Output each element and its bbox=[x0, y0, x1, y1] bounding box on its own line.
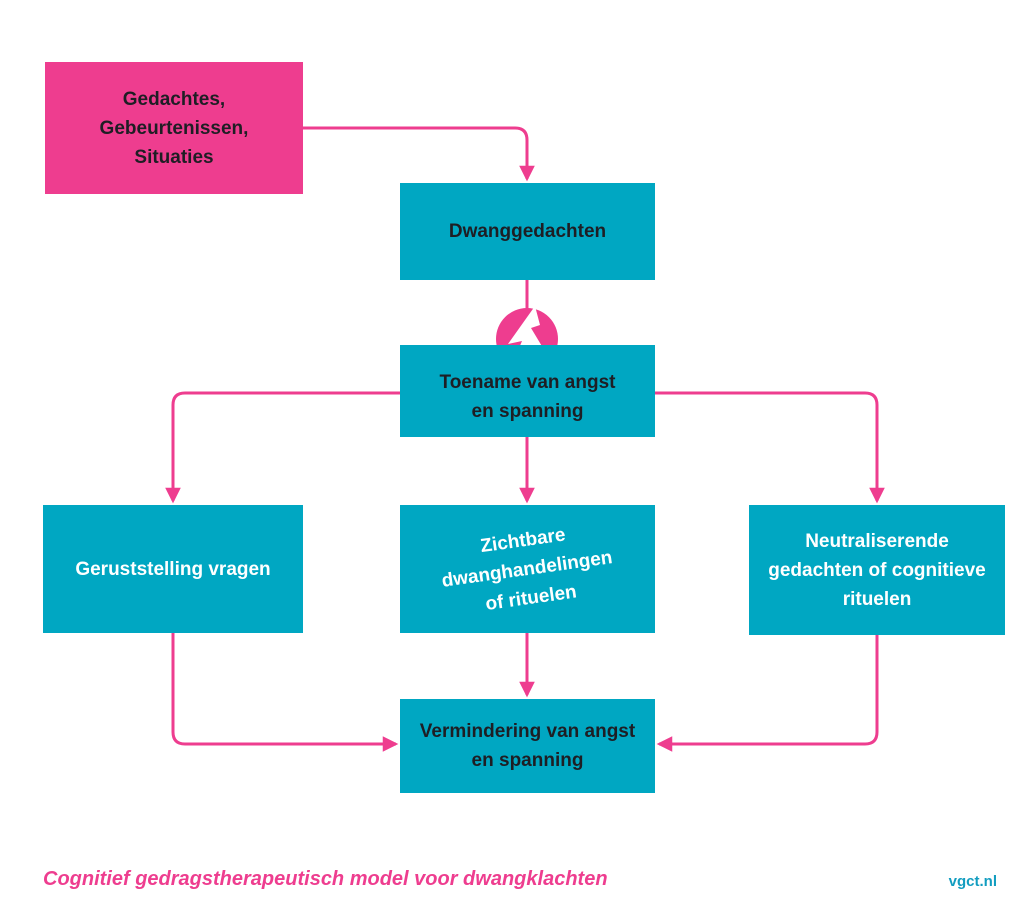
arrow-source-to-dwanggedachten bbox=[303, 126, 535, 182]
arrow-geruststelling-to-vermindering bbox=[171, 633, 399, 752]
flow-box-zichtbare-text: Zichtbare dwanghandelingen of rituelen bbox=[436, 514, 618, 624]
flow-box-neutraliserende: Neutraliserende gedachten of cognitieve … bbox=[749, 505, 1005, 635]
flow-box-toename: Toename van angst en spanning bbox=[400, 345, 655, 437]
flow-box-toename-line: Toename van angst bbox=[439, 372, 616, 393]
arrow-neutraliserende-to-vermindering bbox=[656, 635, 879, 752]
flow-box-neutraliserende-line: Neutraliserende bbox=[805, 530, 949, 552]
diagram-caption: Cognitief gedragstherapeutisch model voo… bbox=[43, 868, 608, 890]
flow-box-geruststelling-label: Geruststelling vragen bbox=[75, 558, 271, 580]
flow-box-neutraliserende-line: gedachten of cognitieve bbox=[768, 559, 986, 581]
flow-box-source-line: Gebeurtenissen, bbox=[99, 117, 249, 139]
flow-box-toename-line: en spanning bbox=[471, 401, 584, 422]
flow-box-vermindering-line: Vermindering van angst bbox=[419, 721, 636, 742]
vgct-logo: vgct.nl bbox=[948, 873, 997, 890]
flow-box-dwanggedachten-label: Dwanggedachten bbox=[448, 221, 607, 242]
flow-box-vermindering: Vermindering van angst en spanning bbox=[400, 699, 655, 793]
arrow-toename-to-neutraliserende bbox=[655, 391, 885, 504]
flow-box-vermindering-line: en spanning bbox=[471, 750, 584, 771]
flow-box-geruststelling: Geruststelling vragen bbox=[43, 505, 303, 633]
flow-box-zichtbare: Zichtbare dwanghandelingen of rituelen bbox=[400, 505, 655, 633]
flow-box-source-line: Situaties bbox=[134, 146, 214, 168]
arrow-toename-to-geruststelling bbox=[165, 391, 400, 504]
flow-box-source-line: Gedachtes, bbox=[122, 88, 226, 110]
flow-box-dwanggedachten: Dwanggedachten bbox=[400, 183, 655, 280]
flow-box-source: Gedachtes, Gebeurtenissen, Situaties bbox=[45, 62, 303, 194]
flow-box-neutraliserende-line: rituelen bbox=[842, 588, 912, 610]
